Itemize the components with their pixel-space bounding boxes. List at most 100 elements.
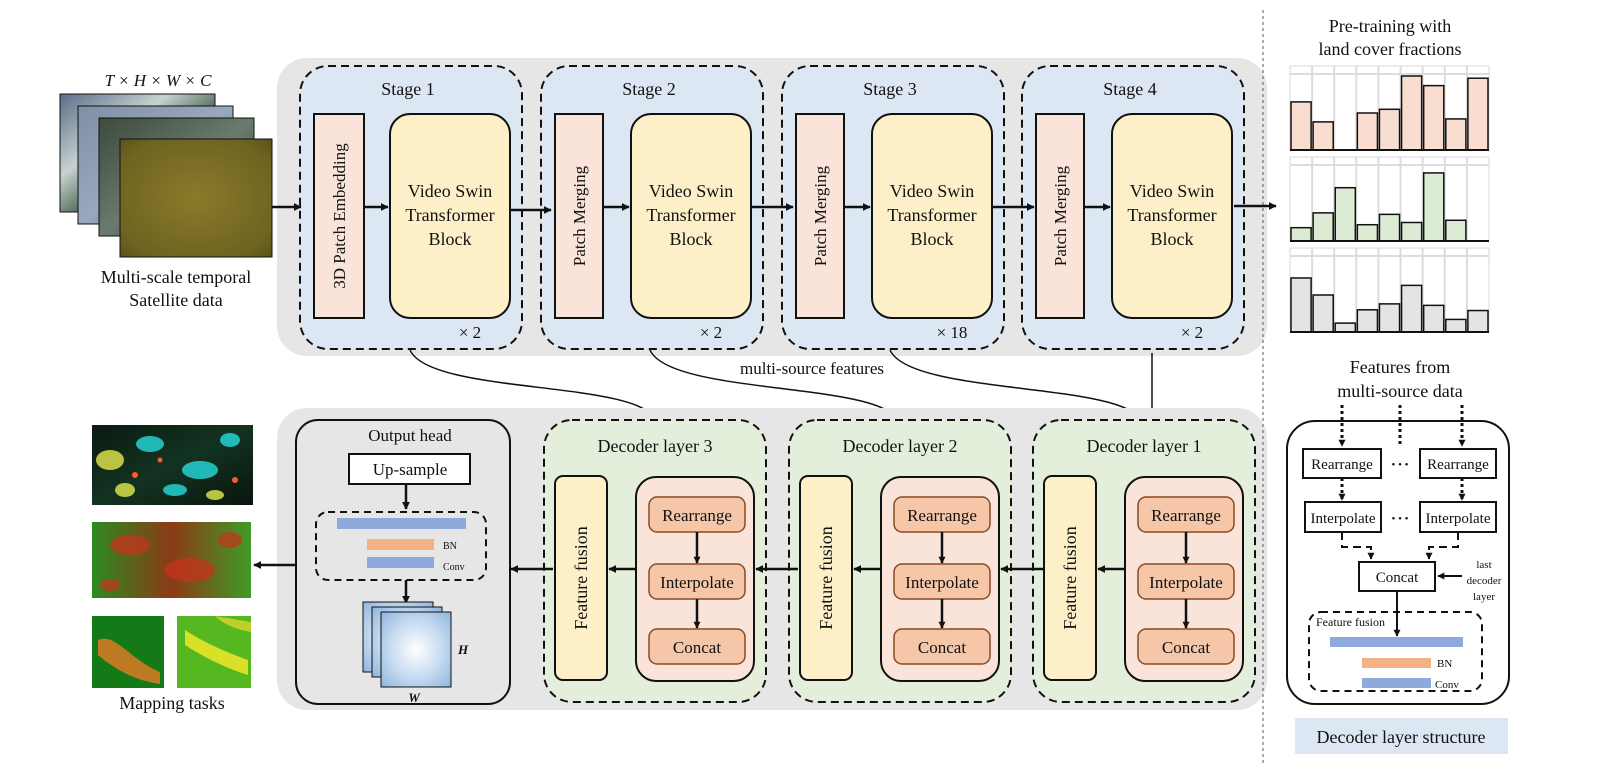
histogram-2 (1289, 156, 1490, 242)
head-conv-label: Conv (443, 562, 465, 573)
structure-last-line1: last (1476, 559, 1491, 571)
decoder-layer-2-fusion-label: Feature fusion (816, 526, 836, 629)
histogram-2-bar (1422, 172, 1445, 242)
output-feature-maps (362, 601, 452, 688)
decoder-structure: Rearrange • • • Rearrange Interpolate • … (1286, 405, 1510, 705)
stage-4-swin-block (1111, 113, 1233, 319)
stage-2-title: Stage 2 (622, 79, 676, 99)
stage-2-block-line3: Block (670, 229, 713, 249)
decoder-layer-3-fusion-label: Feature fusion (571, 526, 591, 629)
stage-4-block-line1: Video Swin (1130, 181, 1214, 201)
histogram-3 (1289, 247, 1490, 333)
structure-rearrange-right: Rearrange (1427, 457, 1489, 473)
stage-4-embedding-box (1035, 113, 1085, 319)
output-h-label: H (457, 642, 469, 657)
histogram-1-bar (1422, 84, 1445, 151)
histogram-1-bar (1378, 108, 1401, 151)
decoder-layer-3-op-1-label: Rearrange (662, 506, 732, 525)
decoder-layer-1-op-3-box (1137, 628, 1235, 665)
head-bn-bar (367, 539, 434, 550)
decoder-layer-3-fusion-box (554, 475, 608, 681)
input-satellite-stack (59, 93, 273, 258)
decoder-layer-2-op-1-label: Rearrange (907, 506, 977, 525)
decoder-layer-1-fusion-label: Feature fusion (1060, 526, 1080, 629)
stage-3-block-line1: Video Swin (890, 181, 974, 201)
input-caption-line1: Multi-scale temporal (101, 267, 251, 287)
stage-1-block-line1: Video Swin (408, 181, 492, 201)
histogram-2-bar (1445, 219, 1467, 242)
decoder-layer-2-fusion-box (799, 475, 853, 681)
histogram-3-bar (1445, 318, 1467, 333)
structure-last-line3: layer (1473, 591, 1495, 603)
stage-1-block-line2: Transformer (405, 205, 494, 225)
stage-1-embedding-label: 3D Patch Embedding (330, 143, 349, 289)
histogram-1-bar (1356, 112, 1379, 151)
decoder-panel (277, 408, 1267, 710)
histogram-1-bar (1400, 75, 1423, 151)
stage-1-swin-block (389, 113, 511, 319)
stage-4-block-line3: Block (1151, 229, 1194, 249)
output-w-label: W (408, 690, 421, 705)
decoder-layer-2-op-3-label: Concat (918, 638, 966, 657)
histogram-2-bar (1378, 213, 1401, 242)
head-conv-group (315, 511, 487, 581)
output-head: Output head Up-sample BN Conv H W (295, 419, 511, 705)
head-conv-bar (367, 557, 434, 568)
histogram-1-bar (1445, 118, 1467, 151)
stage-1-title: Stage 1 (381, 79, 435, 99)
decoder-layer-1-fusion-box (1043, 475, 1097, 681)
histogram-3-bar (1400, 284, 1423, 333)
structure-conv-label: Conv (1435, 679, 1459, 691)
decoder-layer-3-op-3-label: Concat (673, 638, 721, 657)
histogram-2-bar (1356, 223, 1379, 242)
stage-3-swin-block (871, 113, 993, 319)
stage-3-embedding-label: Patch Merging (811, 165, 830, 266)
structure-rearrange-left: Rearrange (1311, 457, 1373, 473)
histogram-2-bar (1290, 226, 1312, 242)
decoder-layer-2: Decoder layer 2 Feature fusion RearrangeIn… (788, 419, 1012, 703)
stage-1: Stage 1 3D Patch Embedding Video SwinTrans… (299, 65, 523, 350)
decoder-layer-3-op-2-label: Interpolate (660, 573, 734, 592)
histogram-3-bar (1467, 309, 1489, 333)
histogram-1 (1289, 65, 1490, 151)
stage-2-swin-block (630, 113, 752, 319)
stage-2-repeat-label: × 2 (700, 323, 722, 342)
histogram-1-bar (1467, 77, 1489, 151)
mapping-maps (92, 425, 253, 688)
skip-connection-stage1 (409, 349, 657, 421)
mapping-caption: Mapping tasks (119, 693, 225, 713)
skip-connection-stage3 (889, 349, 1142, 421)
input-dims-label: T × H × W × C (105, 71, 213, 90)
histogram-1-bar (1312, 121, 1334, 151)
structure-fusion-label: Feature fusion (1316, 615, 1385, 629)
decoder-layer-1-op-1-label: Rearrange (1151, 506, 1221, 525)
stage-2-block-line2: Transformer (646, 205, 735, 225)
stage-2-block-line1: Video Swin (649, 181, 733, 201)
output-head-title: Output head (368, 426, 452, 445)
structure-dots-1: • • • (1391, 459, 1408, 471)
structure-title-line2: multi-source data (1337, 381, 1462, 401)
pretrain-title-line1: Pre-training with (1329, 16, 1451, 36)
upsample-label: Up-sample (373, 460, 448, 479)
stage-3-title: Stage 3 (863, 79, 917, 99)
stage-1-repeat-label: × 2 (459, 323, 481, 342)
decoder-layer-2-title: Decoder layer 2 (843, 436, 958, 456)
histogram-2-bar (1312, 212, 1334, 242)
stage-4-block-line2: Transformer (1127, 205, 1216, 225)
head-bar-1 (337, 518, 466, 529)
decoder-layer-2-op-2-label: Interpolate (905, 573, 979, 592)
structure-interpolate-right: Interpolate (1426, 511, 1491, 527)
histogram-3-bar (1290, 277, 1312, 333)
structure-caption-box (1295, 718, 1508, 754)
structure-last-line2: decoder (1467, 575, 1502, 587)
stage-1-block-line3: Block (429, 229, 472, 249)
stage-1-embedding-box (313, 113, 365, 319)
structure-caption: Decoder layer structure (1317, 727, 1486, 747)
histogram-2-bar (1400, 221, 1423, 242)
structure-title-line1: Features from (1350, 357, 1450, 377)
